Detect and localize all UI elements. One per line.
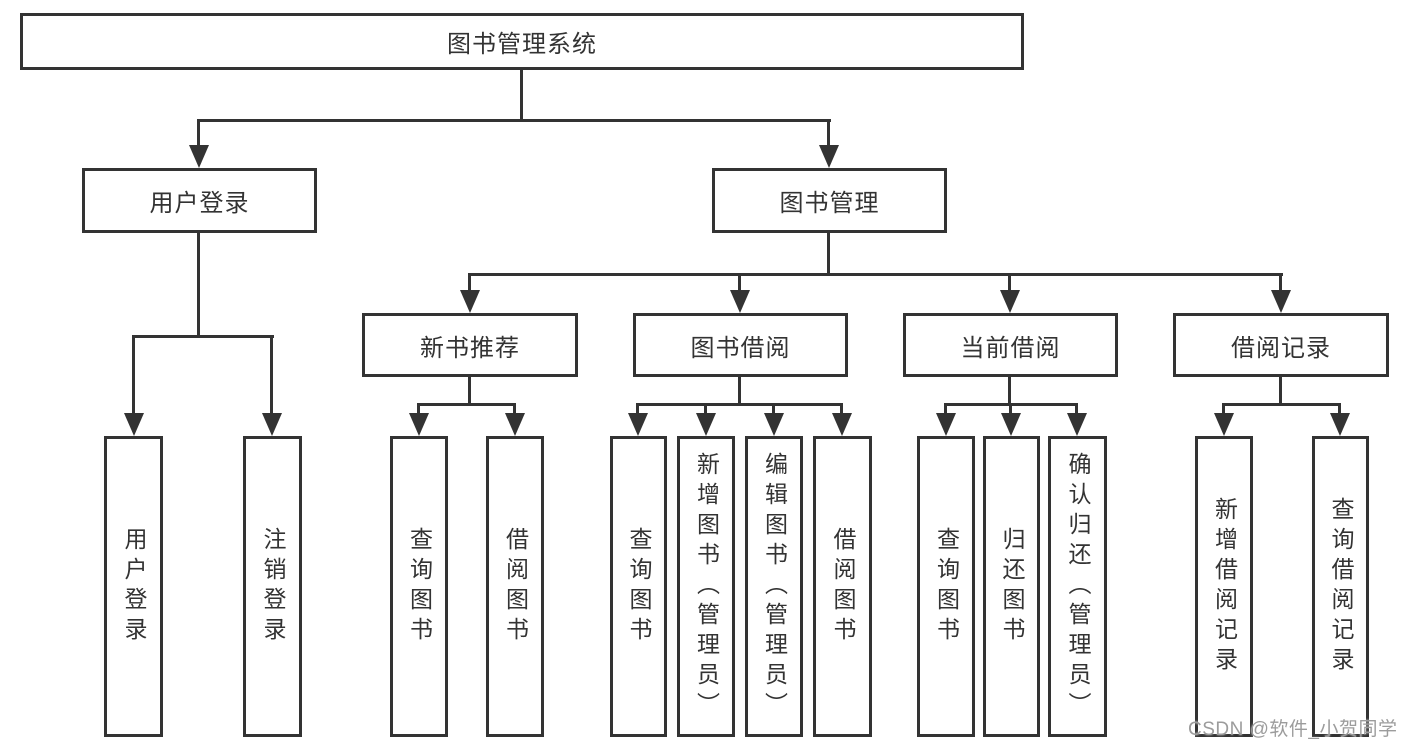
arrow-down-icon: [262, 413, 282, 436]
connector-line: [1279, 377, 1282, 406]
connector-line: [1008, 377, 1011, 406]
leaf-current-query-book-label: 查询图书: [933, 526, 960, 647]
node-root: 图书管理系统: [20, 13, 1024, 70]
leaf-current-return-book-label: 归还图书: [999, 526, 1025, 647]
node-borrow-record-label: 借阅记录: [1231, 334, 1331, 362]
leaf-current-confirm-return-admin: 确认归还（管理员）: [1048, 436, 1107, 737]
connector-line: [417, 403, 420, 416]
node-current-borrow-label: 当前借阅: [960, 334, 1061, 362]
arrow-down-icon: [505, 413, 525, 436]
node-new-book-recommend: 新书推荐: [362, 313, 578, 377]
arrow-down-icon: [696, 413, 716, 436]
connector-line: [1075, 403, 1078, 416]
connector-line: [197, 119, 200, 148]
leaf-borrow-add-book-admin: 新增图书（管理员）: [677, 436, 735, 737]
leaf-borrow-add-book-admin-label: 新增图书（管理员）: [693, 451, 720, 722]
arrow-down-icon: [628, 413, 648, 436]
leaf-record-query-record-label: 查询借阅记录: [1328, 496, 1354, 677]
connector-line: [1338, 403, 1341, 416]
arrow-down-icon: [730, 290, 750, 313]
arrow-down-icon: [1271, 290, 1291, 313]
node-user-login-branch-label: 用户登录: [149, 190, 250, 217]
node-book-borrow: 图书借阅: [633, 313, 848, 377]
connector-line: [468, 273, 1283, 276]
connector-line: [636, 403, 639, 416]
connector-line: [1222, 403, 1225, 416]
arrow-down-icon: [460, 290, 480, 313]
connector-line: [636, 403, 843, 406]
connector-line: [132, 335, 135, 416]
leaf-current-confirm-return-admin-label: 确认归还（管理员）: [1065, 451, 1091, 722]
leaf-borrow-edit-book-admin-label: 编辑图书（管理员）: [761, 451, 788, 722]
csdn-watermark: CSDN @软件_小贺同学: [1188, 719, 1398, 740]
arrow-down-icon: [832, 413, 852, 436]
connector-line: [827, 233, 830, 276]
leaf-current-return-book: 归还图书: [983, 436, 1040, 737]
leaf-record-query-record: 查询借阅记录: [1312, 436, 1369, 737]
arrow-down-icon: [1214, 413, 1234, 436]
leaf-newbook-borrow-book: 借阅图书: [486, 436, 544, 737]
leaf-borrow-query-book-label: 查询图书: [626, 526, 652, 647]
connector-line: [772, 403, 775, 416]
node-new-book-recommend-label: 新书推荐: [420, 334, 520, 362]
arrow-down-icon: [1001, 413, 1021, 436]
arrow-down-icon: [936, 413, 956, 436]
node-book-borrow-label: 图书借阅: [690, 334, 791, 362]
connector-line: [1008, 273, 1011, 293]
node-book-management-branch-label: 图书管理: [779, 190, 880, 217]
leaf-newbook-query-book-label: 查询图书: [406, 526, 433, 647]
connector-line: [1279, 273, 1282, 293]
connector-line: [738, 377, 741, 406]
arrow-down-icon: [764, 413, 784, 436]
node-borrow-record: 借阅记录: [1173, 313, 1389, 377]
connector-line: [417, 403, 516, 406]
connector-line: [840, 403, 843, 416]
leaf-user-login-label: 用户登录: [121, 526, 147, 647]
node-user-login-branch: 用户登录: [82, 168, 317, 233]
node-root-label: 图书管理系统: [447, 31, 597, 58]
arrow-down-icon: [1067, 413, 1087, 436]
connector-line: [132, 335, 274, 338]
arrow-down-icon: [1330, 413, 1350, 436]
connector-line: [513, 403, 516, 416]
leaf-borrow-edit-book-admin: 编辑图书（管理员）: [745, 436, 803, 737]
leaf-newbook-query-book: 查询图书: [390, 436, 448, 737]
connector-line: [270, 335, 273, 416]
leaf-user-login: 用户登录: [104, 436, 163, 737]
connector-line: [944, 403, 947, 416]
connector-line: [197, 119, 831, 122]
arrow-down-icon: [409, 413, 429, 436]
leaf-record-add-record: 新增借阅记录: [1195, 436, 1253, 737]
connector-line: [468, 377, 471, 406]
leaf-borrow-query-book: 查询图书: [610, 436, 667, 737]
connector-line: [468, 273, 471, 293]
leaf-newbook-borrow-book-label: 借阅图书: [502, 526, 529, 647]
connector-line: [1222, 403, 1341, 406]
leaf-borrow-borrow-book: 借阅图书: [813, 436, 872, 737]
leaf-current-query-book: 查询图书: [917, 436, 975, 737]
arrow-down-icon: [1000, 290, 1020, 313]
arrow-down-icon: [189, 145, 209, 168]
leaf-borrow-borrow-book-label: 借阅图书: [830, 526, 856, 647]
node-current-borrow: 当前借阅: [903, 313, 1118, 377]
connector-line: [704, 403, 707, 416]
node-book-management-branch: 图书管理: [712, 168, 947, 233]
leaf-logout: 注销登录: [243, 436, 302, 737]
connector-line: [1009, 403, 1012, 416]
connector-line: [520, 70, 523, 122]
connector-line: [827, 119, 830, 148]
arrow-down-icon: [124, 413, 144, 436]
leaf-logout-label: 注销登录: [260, 526, 286, 647]
leaf-record-add-record-label: 新增借阅记录: [1211, 496, 1238, 677]
connector-line: [197, 233, 200, 338]
arrow-down-icon: [819, 145, 839, 168]
connector-line: [738, 273, 741, 293]
